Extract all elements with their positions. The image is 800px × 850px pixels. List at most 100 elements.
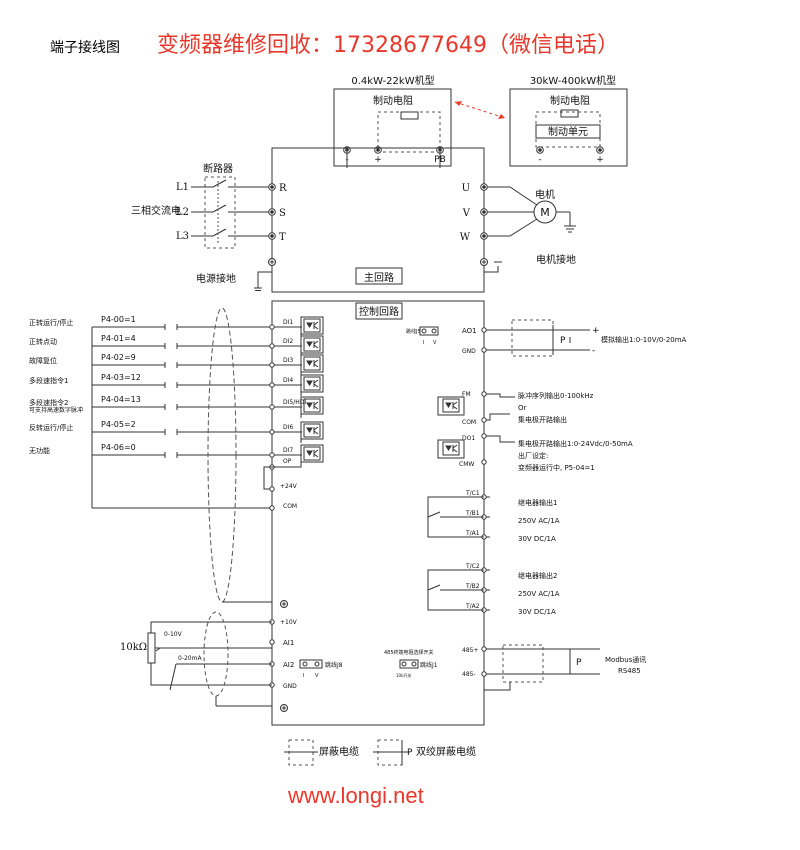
optocoupler-diode [306, 322, 313, 328]
ao-shield-p: P [560, 336, 566, 346]
optocoupler-transistor [313, 359, 319, 364]
di-description: 故障复位 [29, 356, 57, 365]
optocoupler-transistor [452, 448, 458, 453]
relay-terminal-label: T/A1 [465, 530, 480, 537]
optocoupler-transistor [313, 401, 319, 406]
di-parameter: P4-00=1 [101, 315, 136, 324]
optocoupler-transistor [313, 363, 319, 368]
diagram-title: 端子接线图 [50, 40, 120, 56]
brake-box-large [509, 88, 628, 167]
optocoupler-transistor [313, 430, 319, 435]
optocoupler-transistor [452, 444, 458, 449]
brake-unit-box [535, 124, 601, 139]
ao-jumper-pin [431, 328, 437, 334]
terminal-dot [270, 210, 274, 214]
brake-resistor-label-large: 制动电阻 [550, 94, 590, 107]
ai-jumper-v: V [315, 673, 319, 679]
rs485-shield-frame [502, 644, 544, 683]
do1-optocoupler [442, 441, 460, 456]
ai1-label: AI1 [283, 639, 294, 647]
relay-desc: 继电器输出1 [518, 498, 557, 507]
op-label: OP [283, 458, 292, 465]
ai-jumper-pin [314, 661, 320, 667]
wiper-arrow [155, 647, 161, 652]
di-terminal [269, 382, 275, 388]
di-terminal-label: DI4 [283, 377, 293, 384]
ao-plus: + [592, 326, 600, 336]
legend-p: P [407, 748, 413, 758]
fm-desc: Or [518, 404, 527, 412]
di-input-frame [300, 354, 324, 373]
do1-desc: 变频器运行中, P5-04=1 [518, 463, 595, 472]
di-optocoupler [303, 398, 321, 413]
do1-desc: 集电极开路输出1:0-24Vdc/0-50mA [518, 439, 633, 448]
ao-jumper [419, 326, 439, 336]
motor-label: 电机 [535, 188, 555, 201]
optocoupler-transistor [313, 340, 319, 345]
ao-jumper-pin [421, 328, 427, 334]
brake-resistor-frame [377, 111, 441, 153]
terminal-dot [482, 210, 486, 214]
motor-wire [487, 218, 538, 237]
optocoupler-diode [445, 445, 452, 451]
digital-output-terminal [481, 459, 487, 465]
ai-jumper-label: 跳线J8 [325, 661, 343, 669]
ao-jumper-v: V [433, 340, 437, 346]
contact-banner: 变频器维修回收：17328677649（微信电话） [157, 33, 619, 58]
input-terminal-label: T [279, 232, 286, 243]
optocoupler-diode [306, 360, 313, 366]
fm-label: FM [462, 391, 471, 398]
ai2-wire [169, 663, 177, 691]
do1-label: DO1 [462, 435, 475, 442]
di-terminal-label: DI2 [283, 338, 293, 345]
relay-desc: 250V AC/1A [518, 517, 560, 525]
optocoupler-diode [306, 450, 313, 456]
di-description: 正转点动 [29, 337, 57, 346]
di-parameter: P4-05=2 [101, 420, 136, 429]
optocoupler-transistor [452, 401, 458, 406]
ao-output-label: 模拟输出1:0-10V/0-20mA [601, 335, 687, 344]
main-circuit-label-box [355, 267, 403, 285]
p10-label: +10V [280, 619, 298, 626]
output-terminal-label: V [462, 208, 471, 219]
control-circuit-box [271, 300, 485, 726]
com-label: COM [283, 503, 297, 510]
phase-line-label: L3 [176, 231, 189, 242]
ground-wire [483, 266, 499, 273]
optocoupler-diode [445, 402, 452, 408]
ao-jumper-i: I [423, 340, 424, 346]
breaker-frame [204, 176, 236, 249]
optocoupler-transistor [452, 405, 458, 410]
terminal-dot [376, 148, 380, 152]
rs485-jumper-label: 跳线J1 [420, 661, 438, 669]
rs485-desc: Modbus通讯 [605, 655, 646, 664]
di-optocoupler [303, 318, 321, 333]
di-terminal-label: DI3 [283, 357, 293, 364]
ao-jumper-label: 跳线J5 [406, 328, 421, 335]
relay-terminal-label: T/C2 [465, 563, 480, 570]
rs485-jumper [399, 659, 419, 669]
rs485-ground-wire [483, 680, 511, 691]
terminal-dot [598, 148, 602, 152]
relay-terminal-label: T/B1 [465, 510, 480, 517]
di-input-frame [300, 374, 324, 393]
motor-wire [487, 186, 538, 206]
legend-shield-label: 屏蔽电缆 [319, 745, 359, 758]
di-description: 多段速指令1 [29, 376, 68, 385]
motor-letter: M [540, 206, 550, 219]
optocoupler-transistor [313, 383, 319, 388]
ao-minus: - [592, 346, 595, 356]
phase-line-label: L1 [176, 182, 189, 193]
rs485-terminal [481, 646, 487, 652]
ground-wire [257, 266, 273, 288]
optocoupler-transistor [313, 325, 319, 330]
pot-ground-wire [150, 663, 272, 686]
arrow-head [455, 101, 462, 106]
breaker-contact [212, 228, 227, 237]
di-optocoupler [303, 356, 321, 371]
optocoupler-diode [306, 380, 313, 386]
breaker-contact [212, 204, 227, 213]
di-terminal [269, 343, 275, 349]
